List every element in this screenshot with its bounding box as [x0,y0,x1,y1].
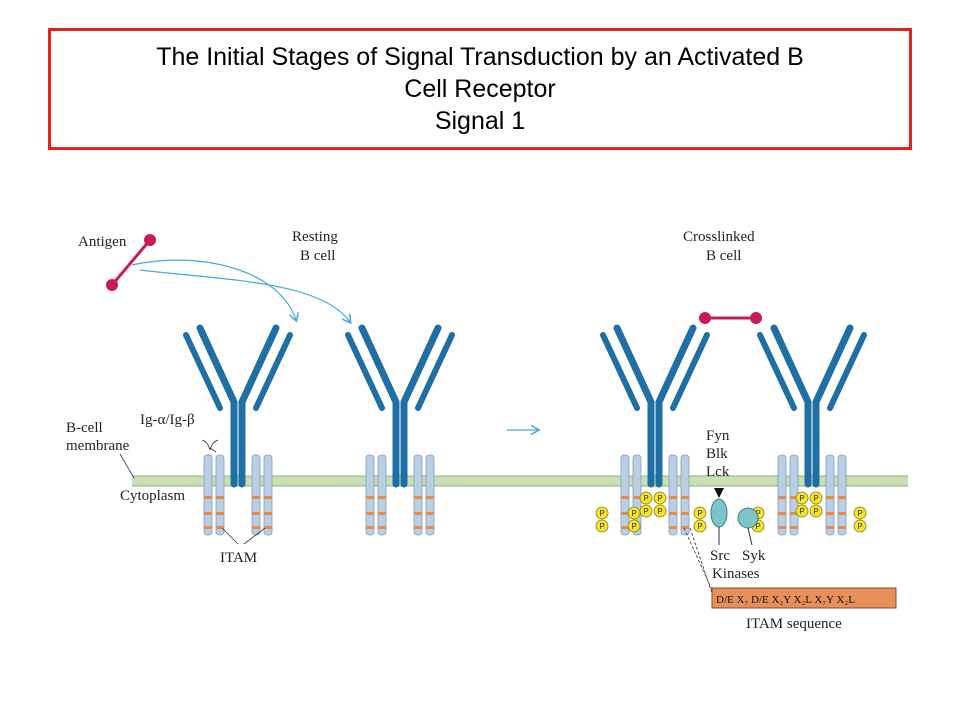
phosphate-group: P [639,491,653,505]
itam-sequence-box [711,587,897,609]
receptor-crosslinked-2 [757,324,867,536]
label-blk: Blk [706,446,728,462]
label-bcell-membrane-2: membrane [66,438,130,454]
title-box: The Initial Stages of Signal Transductio… [48,28,912,150]
phosphate-group: P [595,506,609,520]
phosphate-group: P [653,504,667,518]
phosphate-group: P [627,519,641,533]
label-bcell-membrane-1: B-cell [66,420,103,436]
phosphate-label: P [657,494,662,503]
title-line-1: The Initial Stages of Signal Transductio… [156,43,804,71]
itam-sequence-text: D/E X₇ D/E X₂Y X₂L X₇Y X₂L [716,594,855,606]
src-kinase [710,498,728,528]
phosphate-label: P [697,522,702,531]
phosphate-label: P [799,494,804,503]
phosphate-label: P [631,509,636,518]
phosphate-label: P [643,494,648,503]
binding-arrow-2 [139,269,350,322]
label-lck: Lck [706,464,730,480]
label-antigen: Antigen [78,234,127,250]
label-ig-alpha-beta: Ig-α/Ig-β [140,412,195,428]
phosphate-group: P [653,491,667,505]
phosphate-label: P [643,507,648,516]
phosphate-group: P [627,506,641,520]
phosphate-label: P [631,522,636,531]
label-itam-sequence: ITAM sequence [746,616,842,632]
phosphate-group: P [639,504,653,518]
fyn-blk-lck-marker [714,488,724,498]
label-leaders [119,439,266,545]
phosphate-group: P [693,506,707,520]
label-crosslinked-2: B cell [706,248,741,264]
phosphate-label: P [813,494,818,503]
label-cytoplasm: Cytoplasm [120,488,185,504]
label-resting-2: B cell [300,248,335,264]
title-line-2: Cell Receptor [404,75,556,103]
phosphate-label: P [755,522,760,531]
phosphate-label: P [599,509,604,518]
label-kinases: Kinases [712,566,760,582]
binding-arrow-1 [131,259,296,320]
antigen-crosslinking [699,312,762,324]
phosphate-label: P [657,507,662,516]
phosphate-label: P [857,522,862,531]
receptor-resting-1 [183,324,293,536]
label-itam: ITAM [220,550,257,566]
phosphate-group: P [809,504,823,518]
phosphate-label: P [755,509,760,518]
bcr-receptors [183,324,867,536]
phosphate-group: P [595,519,609,533]
phosphate-group: P [795,504,809,518]
phosphate-label: P [857,509,862,518]
receptor-resting-2 [345,324,455,536]
label-resting-1: Resting [292,229,338,245]
label-crosslinked-1: Crosslinked [683,229,755,245]
phosphate-group: P [693,519,707,533]
label-src: Src [710,548,730,564]
phosphate-group: P [809,491,823,505]
phosphate-group: P [853,519,867,533]
antigen-free [106,234,156,291]
phosphate-label: P [813,507,818,516]
receptor-crosslinked-1 [600,324,710,536]
label-fyn: Fyn [706,428,730,444]
phosphate-label: P [599,522,604,531]
phosphate-group: P [853,506,867,520]
label-syk: Syk [742,548,766,564]
syk-kinase [737,507,759,529]
phosphate-label: P [697,509,702,518]
phosphate-label: P [799,507,804,516]
title-line-3: Signal 1 [434,107,526,135]
phosphate-group: P [795,491,809,505]
